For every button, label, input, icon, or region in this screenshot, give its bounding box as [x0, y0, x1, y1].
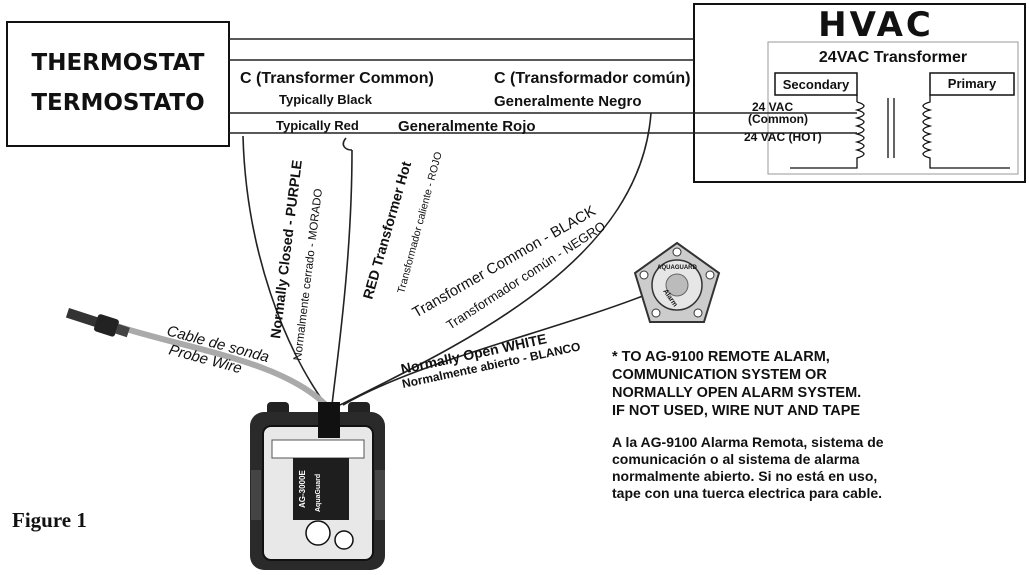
- terminal-hot-label: 24 VAC (HOT): [744, 130, 822, 144]
- thermostat-label-es: TERMOSTATO: [31, 90, 204, 116]
- primary-coil: [922, 95, 1010, 169]
- common-label-es: C (Transformador común): [494, 70, 690, 87]
- note-spanish: A la AG-9100 Alarma Remota, sistema de c…: [612, 434, 1022, 502]
- thermostat-frame: [6, 21, 230, 147]
- device-label-panel: [293, 458, 349, 520]
- wire-black: [339, 112, 652, 406]
- probe-connector-icon: [65, 307, 130, 338]
- note-spanish-line: normalmente abierto. Si no está en uso,: [612, 468, 878, 484]
- bus-labels: C (Transformer Common) Typically Black C…: [240, 70, 690, 135]
- typically-black-label: Typically Black: [279, 92, 373, 107]
- terminal-common-line1: 24 VAC: [752, 100, 793, 114]
- wire-purple: [242, 135, 327, 406]
- wire-probe: [109, 321, 329, 408]
- secondary-coil: [790, 95, 865, 169]
- device-model-label: AG-3000E: [298, 470, 307, 508]
- wire-white: [342, 289, 659, 406]
- note-spanish-line: tape con una tuerca electrica para cable…: [612, 485, 883, 501]
- thermostat-hvac-wires: [229, 38, 857, 134]
- device-button-icon: [305, 520, 331, 546]
- wire-red-top: [342, 137, 353, 151]
- note-english-line: COMMUNICATION SYSTEM OR: [612, 367, 827, 383]
- note-english: * TO AG-9100 REMOTE ALARM, COMMUNICATION…: [612, 348, 1022, 420]
- black-label-en: Transformer Common - BLACK: [410, 202, 599, 321]
- primary-frame: [929, 72, 1015, 96]
- remote-alarm-brand: AQUAGUARD: [657, 265, 697, 271]
- note-english-line: IF NOT USED, WIRE NUT AND TAPE: [612, 403, 861, 419]
- note-english-line: * TO AG-9100 REMOTE ALARM,: [612, 349, 830, 365]
- aquaguard-device: AG-3000E AquaGuard: [250, 402, 385, 570]
- device-led-icon: [334, 530, 354, 550]
- generalmente-negro-label: Generalmente Negro: [494, 93, 642, 110]
- transformer-title: 24VAC Transformer: [819, 49, 967, 66]
- generalmente-rojo-label: Generalmente Rojo: [398, 118, 536, 135]
- secondary-frame: [774, 72, 858, 96]
- secondary-label: Secondary: [783, 77, 850, 92]
- terminal-common-line2: (Common): [748, 112, 808, 126]
- common-label-en: C (Transformer Common): [240, 70, 434, 87]
- thermostat-box: THERMOSTAT TERMOSTATO: [6, 21, 230, 147]
- hvac-title: HVAC: [818, 5, 934, 45]
- transformer-frame: [767, 41, 1019, 175]
- device-brand-label: AquaGuard: [315, 474, 322, 512]
- remote-alarm-icon: AQUAGUARD Alarm: [633, 241, 721, 323]
- typically-red-label: Typically Red: [276, 118, 359, 133]
- primary-label: Primary: [948, 76, 997, 91]
- device-wire-grommet: [318, 402, 340, 438]
- note-english-line: NORMALLY OPEN ALARM SYSTEM.: [612, 385, 862, 401]
- primary-winding: Primary: [922, 72, 1015, 169]
- hvac-unit: HVAC 24VAC Transformer Secondary Primary…: [693, 3, 1026, 183]
- secondary-winding: Secondary: [774, 72, 865, 169]
- note-spanish-line: comunicación o al sistema de alarma: [612, 451, 860, 467]
- device-wires: [109, 112, 659, 408]
- note-spanish-line: A la AG-9100 Alarma Remota, sistema de: [612, 434, 884, 450]
- wire-labels: Normally Closed - PURPLE Normalmente cer…: [165, 151, 608, 391]
- wire-red: [331, 149, 353, 406]
- thermostat-label-en: THERMOSTAT: [32, 50, 205, 76]
- transformer-core: [887, 98, 895, 158]
- figure-label: Figure 1: [12, 508, 87, 532]
